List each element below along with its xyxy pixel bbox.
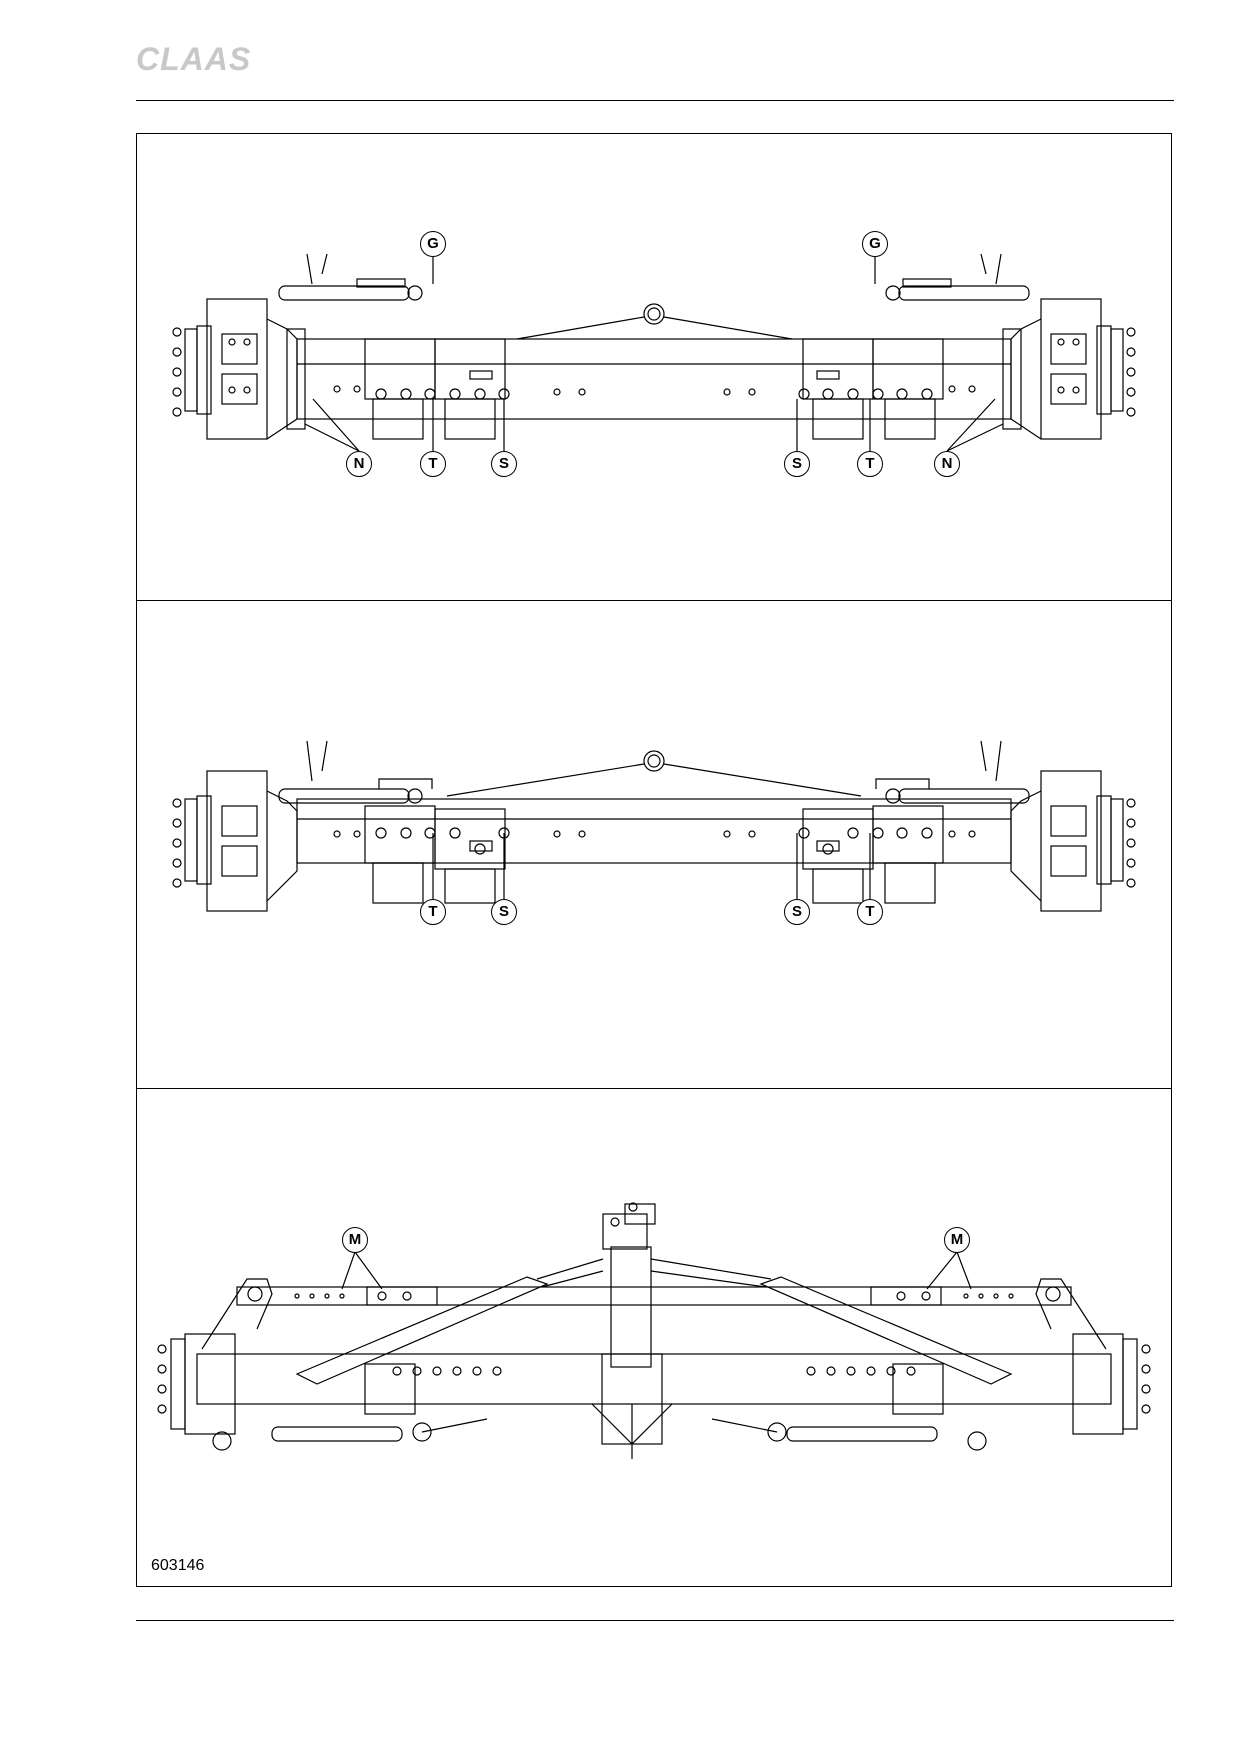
callout-n-left: N [346, 451, 372, 477]
claas-logo: CLAAS [136, 44, 251, 74]
callout-g-right: G [862, 231, 888, 257]
axle-drawing-middle [172, 740, 1136, 912]
svg-text:CLAAS: CLAAS [136, 44, 251, 74]
callout-s-left: S [491, 451, 517, 477]
callout-t-left: T [420, 899, 446, 925]
callout-m-right: M [944, 1227, 970, 1253]
callout-g-left: G [420, 231, 446, 257]
panel-middle: T S S T [137, 601, 1171, 1089]
callout-s-right: S [784, 899, 810, 925]
callout-s-left: S [491, 899, 517, 925]
panel-bottom: M M [137, 1089, 1171, 1586]
panel-top: G G N T S S T N [137, 134, 1171, 601]
callout-t-left: T [420, 451, 446, 477]
figure-id: 603146 [151, 1557, 205, 1574]
callout-n-right: N [934, 451, 960, 477]
header-rule [136, 100, 1174, 101]
callout-t-right: T [857, 451, 883, 477]
footer-rule [136, 1620, 1174, 1621]
axle-drawing-top [172, 246, 1136, 452]
axle-drawing-bottom [157, 1202, 1151, 1459]
callout-t-right: T [857, 899, 883, 925]
callout-s-right: S [784, 451, 810, 477]
callout-m-left: M [342, 1227, 368, 1253]
figure-frame: G G N T S S T N [136, 133, 1172, 1587]
